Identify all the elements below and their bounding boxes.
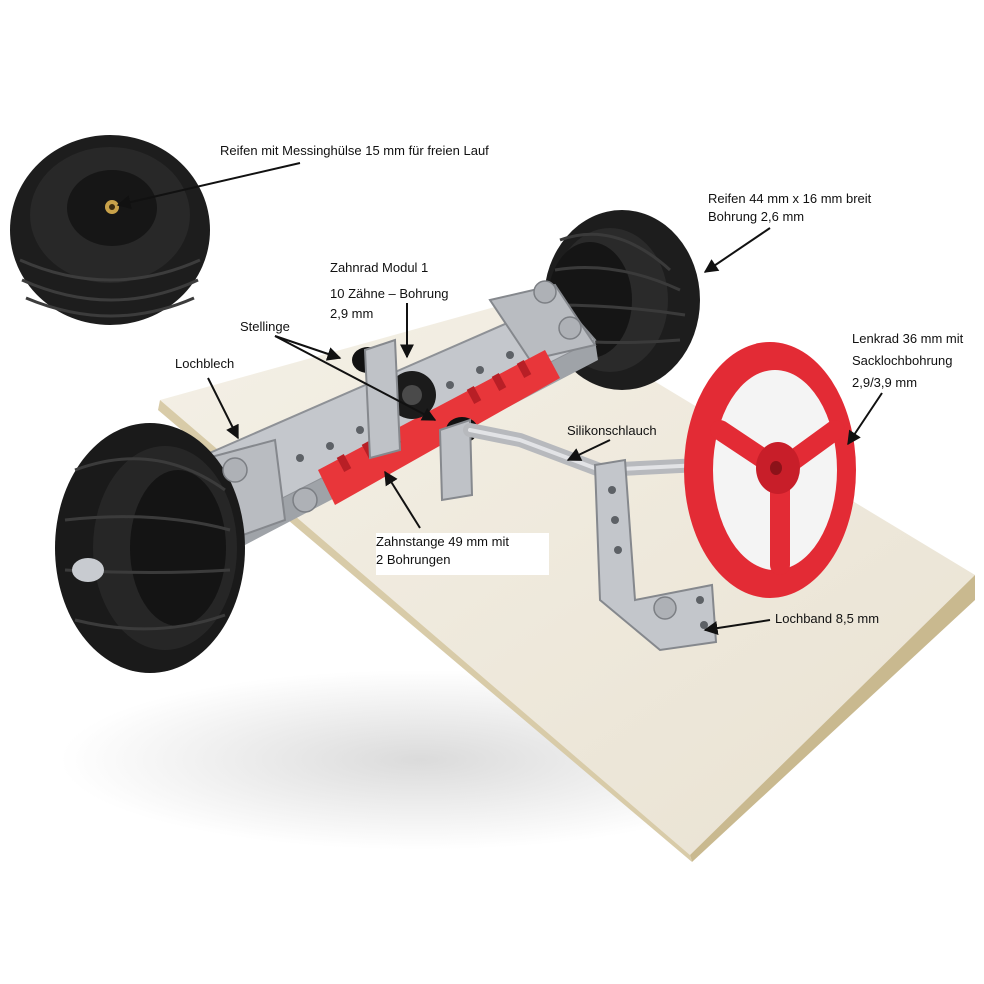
label-steering-wheel-line2: Sacklochbohrung [852, 353, 953, 368]
label-steering-wheel-line1: Lenkrad 36 mm mit [852, 331, 964, 346]
label-gear: Zahnrad Modul 1 10 Zähne – Bohrung 2,9 m… [330, 258, 449, 324]
label-rack: Zahnstange 49 mm mit 2 Bohrungen [376, 533, 549, 575]
bracket-upright [438, 418, 474, 502]
label-steering-wheel: Lenkrad 36 mm mit Sacklochbohrung 2,9/3,… [852, 328, 963, 394]
label-gear-line2: 10 Zähne – Bohrung [330, 286, 449, 301]
label-silicone-tube: Silikonschlauch [567, 423, 657, 438]
inset-tire-image [10, 135, 210, 325]
label-tire-right: Reifen 44 mm x 16 mm breit Bohrung 2,6 m… [708, 190, 871, 226]
label-rack-line2: 2 Bohrungen [376, 552, 451, 567]
label-inset-tire: Reifen mit Messinghülse 15 mm für freien… [220, 143, 489, 158]
label-rack-line1: Zahnstange 49 mm mit [376, 534, 509, 549]
label-collars: Stellinge [240, 319, 290, 334]
label-tire-right-line2: Bohrung 2,6 mm [708, 209, 805, 224]
acorn-nuts [222, 280, 677, 620]
label-steering-wheel-line3: 2,9/3,9 mm [852, 375, 918, 390]
label-perforated-strip: Lochband 8,5 mm [775, 611, 880, 626]
tire-left [55, 423, 245, 673]
label-tire-right-line1: Reifen 44 mm x 16 mm breit [708, 191, 872, 206]
steering-wheel [684, 342, 856, 598]
label-gear-line1: Zahnrad Modul 1 [330, 260, 429, 275]
pinion-gear [388, 371, 436, 419]
annotation-arrows [116, 162, 883, 636]
bracket-upright [363, 338, 402, 460]
label-gear-line3: 2,9 mm [330, 306, 374, 321]
label-perforated-plate: Lochblech [175, 356, 235, 371]
